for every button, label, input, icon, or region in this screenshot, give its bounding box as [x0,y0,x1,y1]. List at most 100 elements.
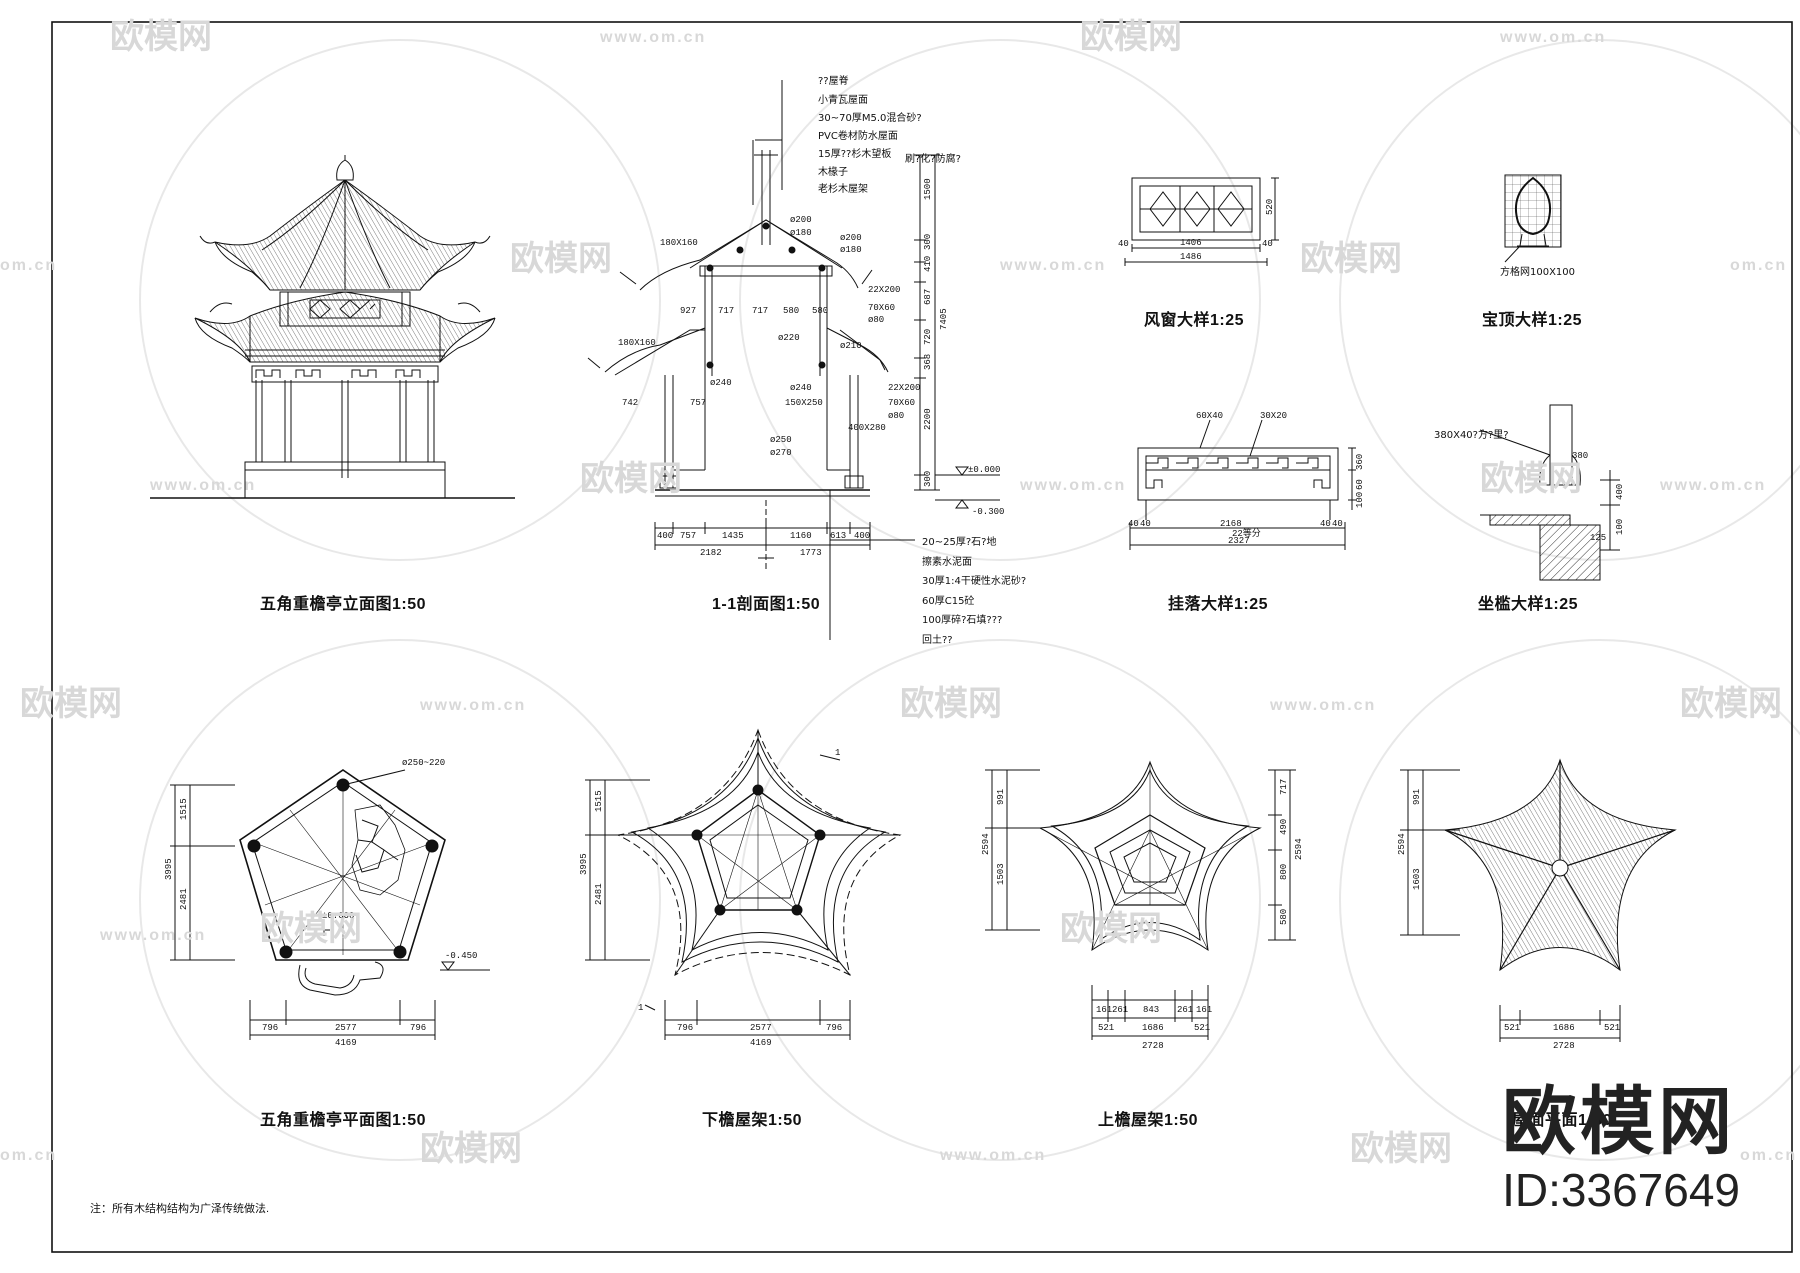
hanging-dim-2: 2168 [1220,519,1242,529]
elevation-drawing [150,155,515,499]
section-dim-h-7: 1773 [800,548,822,558]
section-dim-v-5: 368 [923,354,933,370]
upper-dim-h-4: 161 [1196,1005,1212,1015]
upper-dim-h-5: 521 [1098,1023,1114,1033]
sheet-frame [51,21,1793,1253]
member-label-5: 22X200 [868,285,900,295]
wind-dim-4: 40 [1262,239,1273,249]
wind-dim-0: 1406 [1180,238,1202,248]
plan-label-2: -0.450 [445,951,477,961]
section-dim-h-11: 580 [783,306,799,316]
member-label-13: 22X200 [888,383,920,393]
watermark-logo-11: 欧模网 [420,1129,522,1169]
plan-drawing [170,769,490,1040]
wind-window-detail [1124,177,1279,266]
member-label-8: ø220 [778,333,800,343]
upper-dim-h-8: 2728 [1142,1041,1164,1051]
section-dim-v-6: 2200 [923,408,933,430]
section-dim-h-9: 717 [718,306,734,316]
floor-label-3: 60厚C15砼 [922,594,974,607]
lower-dim-v-2: 3995 [579,853,589,875]
upper-dim-h-1: 261 [1112,1005,1128,1015]
section-dim-h-14: 757 [690,398,706,408]
section-dim-v-4: 720 [923,329,933,345]
watermark-logo-9: 欧模网 [260,909,362,949]
section-dim-h-5: 400 [854,531,870,541]
plan-dim-h-1: 2577 [335,1023,357,1033]
upper-dim-v-3: 717 [1279,779,1289,795]
watermark-logo-10: 欧模网 [1060,909,1162,949]
plan-dim-v-1: 2481 [179,888,189,910]
layer-label-2: 30~70厚M5.0混合砂? [818,111,922,124]
upper-dim-v-7: 2594 [1294,838,1304,860]
section-dim-h-4: 613 [830,531,846,541]
layer-label-6: 老杉木屋架 [818,182,868,195]
watermark-url-3: www.om.cn [999,257,1106,274]
finial-grid-label: 方格网100X100 [1500,265,1575,278]
caption-finial: 宝顶大样1:25 [1482,312,1583,329]
floor-label-4: 100厚碎?石填??? [922,613,1002,626]
watermark-logo-2: 欧模网 [1080,17,1182,57]
lower-dim-v-1: 2481 [594,883,604,905]
layer-label-0: ??屋脊 [818,74,849,87]
watermark-url-0: www.om.cn [599,29,706,46]
general-note: 注：所有木结构结构为广泽传统做法. [90,1203,270,1215]
section-dim-v-7: 300 [923,471,933,487]
section-dim-v-2: 410 [923,256,933,272]
section-dim-h-6: 2182 [700,548,722,558]
watermark-logo-6: 欧模网 [20,684,122,724]
watermark-logo-1: 欧模网 [510,239,612,279]
member-label-16: ø250 [770,435,792,445]
caption-wind-window: 风窗大样1:25 [1144,312,1245,329]
caption-upper-roof: 上檐屋架1:50 [1098,1112,1199,1129]
plan-dim-v-0: 1515 [179,798,189,820]
upper-dim-v-2: 2594 [981,833,991,855]
watermark-url-8: www.om.cn [99,927,206,944]
plan-label-1: ±0.000 [322,911,354,921]
floor-label-1: 擦素水泥面 [922,555,972,568]
plan-dim-h-2: 796 [410,1023,426,1033]
upper-dim-h-6: 1686 [1142,1023,1164,1033]
plan-dim-h-0: 796 [262,1023,278,1033]
watermark-layer [139,39,1800,1161]
member-label-15: ø80 [888,411,904,421]
member-label-0: 180X160 [660,238,698,248]
upper-roof-frame [985,760,1296,1040]
section-dim-h-3: 1160 [790,531,812,541]
section-dim-h-10: 717 [752,306,768,316]
floor-label-0: 20~25厚?石?地 [922,535,996,548]
hanging-dim-7: 360 [1355,454,1365,470]
upper-dim-v-6: 580 [1279,909,1289,925]
section-dim-v-1: 300 [923,234,933,250]
bench-label-0: 380X40?方?里? [1434,428,1509,441]
watermark-logo-5: 欧模网 [1480,459,1582,499]
member-label-17: ø270 [770,448,792,458]
section-side-note: 刷?化?防腐? [905,152,961,165]
upper-dim-h-0: 161 [1096,1005,1112,1015]
lower-dim-h-0: 796 [677,1023,693,1033]
section-level-0: ±0.000 [968,465,1000,475]
upper-dim-v-5: 800 [1279,864,1289,880]
member-label-9: ø210 [840,341,862,351]
section-dim-h-12: 580 [812,306,828,316]
lower-roof-mark-1: 1 [835,748,840,758]
roof-dim-h-3: 2728 [1553,1041,1575,1051]
caption-bench: 坐槛大样1:25 [1478,596,1579,613]
roof-dim-h-2: 521 [1604,1023,1620,1033]
watermark-url-short-3: om.cn [1740,1147,1797,1164]
watermark-url-short-1: om.cn [1730,257,1787,274]
wind-dim-1: 1486 [1180,252,1202,262]
section-dim-h-2: 1435 [722,531,744,541]
member-label-11: ø240 [790,383,812,393]
section-dim-h-13: 742 [622,398,638,408]
watermark-logo-12: 欧模网 [1350,1129,1452,1169]
roof-dim-v-2: 2594 [1397,833,1407,855]
hanging-label-1: 30X20 [1260,411,1287,421]
watermark-url-7: www.om.cn [1659,477,1766,494]
section-floor-labels: 20~25厚?石?地擦素水泥面30厚1:4干硬性水泥砂?60厚C15砼100厚碎… [922,535,1026,646]
brand-logo: 欧模网 [1502,1079,1737,1165]
section-dim-v-3: 687 [923,289,933,305]
brand-id: ID:3367649 [1502,1164,1740,1216]
